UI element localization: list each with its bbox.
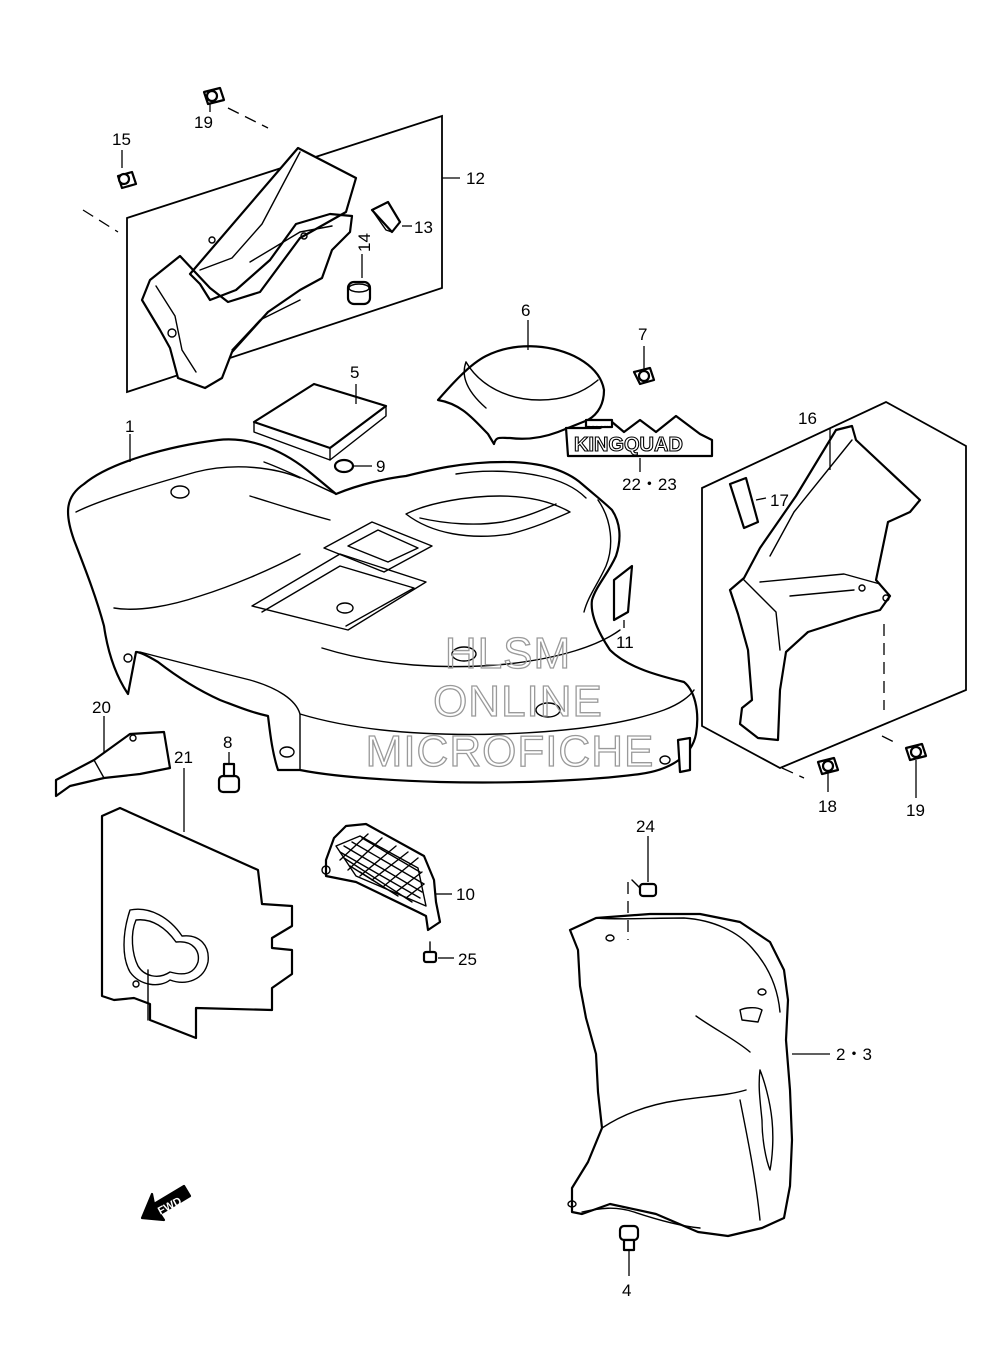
- callout-20: 20: [92, 698, 111, 717]
- callout-19-top: 19: [194, 113, 213, 132]
- part-6-center-cover[interactable]: [436, 345, 606, 446]
- callout-6: 6: [521, 301, 530, 320]
- part-18-clip[interactable]: [816, 756, 840, 792]
- fwd-direction-arrow: FWD: [140, 1184, 192, 1222]
- emblem-text: KINGQUAD: [574, 434, 683, 456]
- callout-16: 16: [798, 409, 817, 428]
- callout-4: 4: [622, 1281, 631, 1300]
- part-24-screw[interactable]: [627, 836, 658, 940]
- callout-17: 17: [770, 491, 789, 510]
- watermark: HLSM ONLINE MICROFICHE: [365, 628, 655, 776]
- part-8-bolt[interactable]: [217, 752, 241, 794]
- part-17-pad[interactable]: [728, 476, 767, 530]
- callout-labels: 1 2・3 4 5 6 7 8 9 10 11 12 13 14 15 16 1…: [92, 113, 925, 1300]
- part-12-assembly-box: [82, 107, 443, 394]
- callout-18: 18: [818, 797, 837, 816]
- part-19-clip-top[interactable]: [202, 86, 226, 106]
- callout-5: 5: [350, 363, 359, 382]
- callout-24: 24: [636, 817, 655, 836]
- part-1-latch-tab: [676, 736, 692, 774]
- callout-15: 15: [112, 130, 131, 149]
- callout-12: 12: [466, 169, 485, 188]
- callout-21: 21: [174, 748, 193, 767]
- watermark-line-2: ONLINE: [433, 677, 603, 726]
- part-19-clip-right[interactable]: [904, 742, 928, 798]
- part-5-cover-plate[interactable]: [252, 382, 388, 461]
- part-16-inner-cover[interactable]: [728, 424, 922, 742]
- callout-2-3: 2・3: [836, 1045, 872, 1064]
- part-11-pad[interactable]: [612, 564, 634, 628]
- emblem-badge-text: SUZUKI: [589, 422, 611, 428]
- part-14-grommet[interactable]: [346, 254, 372, 306]
- callout-1: 1: [125, 417, 134, 436]
- part-15-clip[interactable]: [116, 150, 138, 190]
- part-25-screw[interactable]: [422, 941, 454, 964]
- part-7-clip[interactable]: [632, 366, 656, 386]
- part-22-23-emblem[interactable]: KINGQUAD SUZUKI: [564, 414, 714, 472]
- callout-14: 14: [355, 233, 374, 252]
- callout-7: 7: [638, 325, 647, 344]
- callout-11: 11: [616, 633, 634, 652]
- callout-8: 8: [223, 733, 232, 752]
- part-10-vent-grille[interactable]: [321, 822, 452, 932]
- part-12-inner-cover[interactable]: [140, 146, 358, 390]
- leader-lines: [129, 104, 831, 470]
- callout-19-right: 19: [906, 801, 925, 820]
- part-9-nut[interactable]: [333, 458, 372, 474]
- fwd-label: FWD: [156, 1195, 184, 1217]
- part-20-mud-flap[interactable]: [54, 716, 172, 798]
- callout-22-23: 22・23: [622, 475, 677, 494]
- part-21-mud-guard-panel[interactable]: [100, 768, 294, 1040]
- callout-13: 13: [414, 218, 433, 237]
- watermark-line-1: HLSM: [445, 629, 571, 678]
- part-2-3-inner-fender[interactable]: [567, 912, 830, 1238]
- part-13-pad[interactable]: [370, 200, 402, 234]
- part-1-rear-fender[interactable]: [67, 438, 699, 784]
- callout-10: 10: [456, 885, 475, 904]
- callout-25: 25: [458, 950, 477, 969]
- callout-9: 9: [376, 457, 385, 476]
- part-4-bolt[interactable]: [618, 1224, 640, 1276]
- part-16-assembly-box: [701, 400, 967, 779]
- watermark-line-3: MICROFICHE: [366, 727, 655, 776]
